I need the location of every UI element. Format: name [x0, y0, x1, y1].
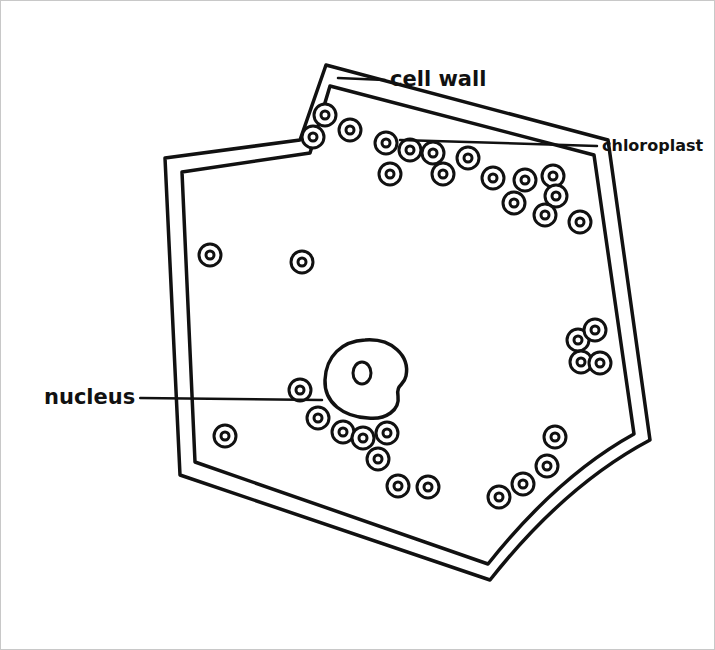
chloroplast-shape: [376, 422, 398, 444]
nucleus-shape: [325, 340, 407, 418]
chloroplast-shape: [352, 427, 374, 449]
leader-lines: [140, 78, 597, 400]
chloroplast-shape: [512, 473, 534, 495]
chloroplast-shape: [569, 211, 591, 233]
chloroplast-shape: [432, 163, 454, 185]
chloroplast-shape: [339, 119, 361, 141]
chloroplast-shape: [289, 379, 311, 401]
part-label: chloroplast: [602, 137, 703, 155]
leader-line: [338, 78, 385, 80]
part-label: nucleus: [44, 386, 135, 409]
chloroplast-shape: [387, 475, 409, 497]
chloroplast-shape: [375, 132, 397, 154]
chloroplast-shape: [488, 486, 510, 508]
part-label: cell wall: [390, 68, 486, 91]
chloroplast-shape: [214, 425, 236, 447]
chloroplast-shape: [314, 104, 336, 126]
chloroplast-shape: [307, 407, 329, 429]
chloroplast-shape: [482, 167, 504, 189]
chloroplast-shape: [534, 204, 556, 226]
chloroplast-shape: [417, 476, 439, 498]
chloroplast-group: [199, 104, 611, 508]
chloroplast-shape: [514, 169, 536, 191]
chloroplast-shape: [199, 244, 221, 266]
chloroplast-shape: [544, 426, 566, 448]
chloroplast-shape: [503, 192, 525, 214]
chloroplast-shape: [291, 251, 313, 273]
chloroplast-shape: [542, 165, 564, 187]
chloroplast-shape: [422, 142, 444, 164]
leader-line: [140, 398, 322, 400]
chloroplast-shape: [302, 126, 324, 148]
chloroplast-shape: [457, 147, 479, 169]
chloroplast-shape: [399, 139, 421, 161]
cell-wall-outer: [165, 65, 650, 580]
cell-wall-inner: [182, 86, 634, 564]
chloroplast-shape: [536, 455, 558, 477]
chloroplast-shape: [584, 319, 606, 341]
chloroplast-shape: [367, 448, 389, 470]
leader-line: [400, 140, 597, 146]
nucleolus-shape: [353, 362, 371, 384]
chloroplast-shape: [379, 163, 401, 185]
chloroplast-shape: [589, 352, 611, 374]
